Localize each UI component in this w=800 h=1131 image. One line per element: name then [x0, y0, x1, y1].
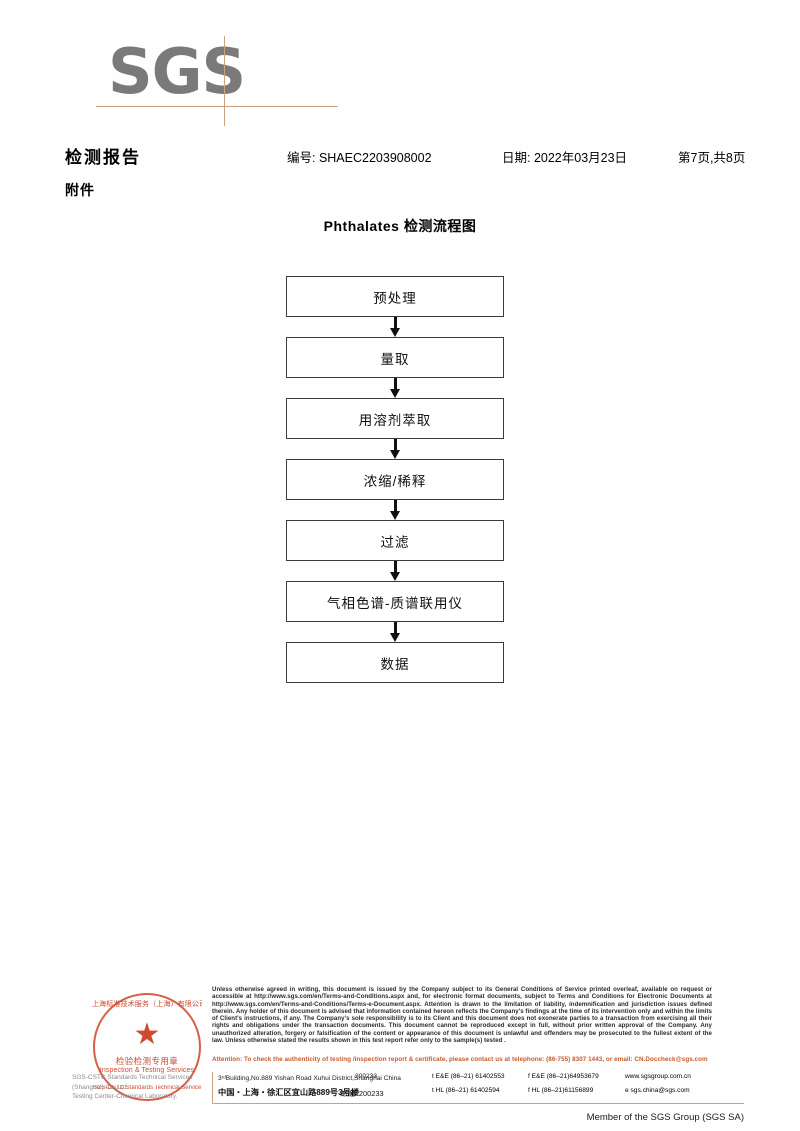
sgs-logo-text: SGS — [108, 35, 246, 108]
flow-step: 气相色谱-质谱联用仪 — [286, 581, 504, 622]
page-footer: 上海标准技术服务（上海）有限公司 ★ 检验检测专用章 Inspection & … — [0, 975, 800, 1131]
address-chinese: 中国・上海・徐汇区宜山路889号3号楼 — [218, 1088, 360, 1097]
stamp-circle — [93, 993, 201, 1101]
flow-box-label: 预处理 — [286, 276, 504, 317]
stamp-cn-label: 检验检测专用章 — [115, 1056, 179, 1066]
page-indicator: 第7页,共8页 — [678, 151, 746, 165]
attachment-label: 附件 — [65, 182, 95, 198]
email-link[interactable]: e sgs.china@sgs.com — [625, 1087, 690, 1094]
stamp-en-label: Inspection & Testing Services — [99, 1067, 195, 1074]
address-horizontal-rule — [212, 1103, 744, 1105]
report-header-row: 检测报告 编号: SHAEC2203908002 日期: 2022年03月23日… — [65, 143, 745, 167]
flow-arrow-down-icon — [286, 561, 504, 581]
attention-notice: Attention: To check the authenticity of … — [212, 1056, 708, 1063]
sgs-logo: SGS — [96, 35, 368, 128]
flow-box-label: 浓缩/稀释 — [286, 459, 504, 500]
member-notice: Member of the SGS Group (SGS SA) — [586, 1112, 744, 1123]
page-title: 检测报告 — [65, 148, 141, 167]
address-english: 3ʳᵈBuilding,No.889 Yishan Road Xuhui Dis… — [218, 1075, 401, 1082]
report-date: 日期: 2022年03月23日 — [502, 151, 628, 165]
flow-step: 预处理 — [286, 276, 504, 317]
report-number: 编号: SHAEC2203908002 — [287, 151, 432, 165]
flow-arrow-down-icon — [286, 622, 504, 642]
inspection-stamp: 上海标准技术服务（上海）有限公司 ★ 检验检测专用章 Inspection & … — [91, 993, 203, 1101]
flow-arrow-down-icon — [286, 317, 504, 337]
stamp-arc-top-text: 上海标准技术服务（上海）有限公司 — [91, 1001, 203, 1008]
telephone-ee: t E&E (86–21) 61402553 — [432, 1073, 505, 1080]
flow-step: 数据 — [286, 642, 504, 683]
website-link[interactable]: www.sgsgroup.com.cn — [625, 1073, 691, 1080]
logo-vertical-rule — [224, 36, 225, 126]
flow-box-label: 用溶剂萃取 — [286, 398, 504, 439]
postcode-chinese: 邮编: 200233 — [340, 1089, 384, 1098]
fax-ee: f E&E (86–21)64953679 — [528, 1073, 599, 1080]
flow-box-label: 过滤 — [286, 520, 504, 561]
flow-box-label: 数据 — [286, 642, 504, 683]
address-vertical-rule — [212, 1072, 214, 1104]
flow-step: 量取 — [286, 337, 504, 378]
company-lab-line: Testing Center-Chemical Laboratory. — [72, 1093, 178, 1100]
postcode-english: 200233 — [355, 1073, 378, 1080]
flowchart: 预处理 量取 用溶剂萃取 浓缩/稀释 过滤 气相色谱-质谱联 — [286, 276, 504, 683]
telephone-hl: t HL (86–21) 61402594 — [432, 1087, 500, 1094]
flow-arrow-down-icon — [286, 439, 504, 459]
company-name-block: SGS-CSTC Standards Technical Services (S… — [72, 1073, 222, 1102]
flow-step: 用溶剂萃取 — [286, 398, 504, 439]
flow-box-label: 气相色谱-质谱联用仪 — [286, 581, 504, 622]
fax-hl: f HL (86–21)61156899 — [528, 1087, 594, 1094]
stamp-arc-bottom-text: SGS-CSTC Standards Technical Services — [93, 1085, 201, 1091]
flow-arrow-down-icon — [286, 378, 504, 398]
company-name-line: SGS-CSTC Standards Technical Services (S… — [72, 1074, 193, 1091]
flow-arrow-down-icon — [286, 500, 504, 520]
logo-horizontal-rule — [96, 106, 338, 107]
flow-box-label: 量取 — [286, 337, 504, 378]
flow-step: 浓缩/稀释 — [286, 459, 504, 500]
flowchart-title: Phthalates 检测流程图 — [323, 218, 477, 234]
star-icon: ★ — [133, 1018, 161, 1051]
legal-disclaimer: Unless otherwise agreed in writing, this… — [212, 986, 712, 1045]
flow-step: 过滤 — [286, 520, 504, 561]
